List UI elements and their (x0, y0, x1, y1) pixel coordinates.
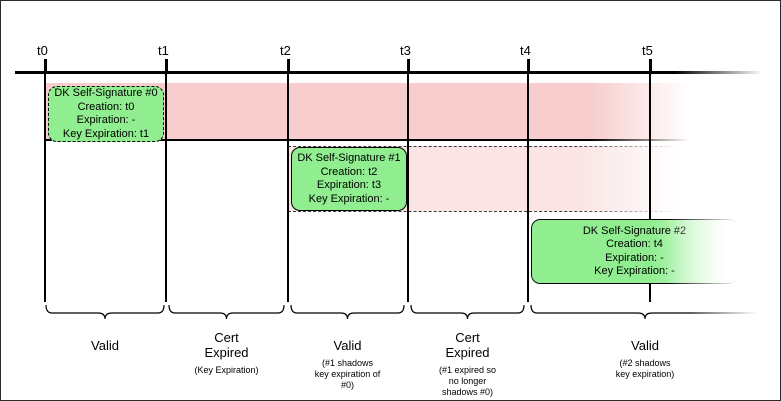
signature-2-expiration: Expiration: - (605, 251, 664, 264)
period-valid-2-note: (#1 shadows key expiration of #0) (314, 358, 381, 390)
signature-1-creation: Creation: t2 (320, 165, 378, 178)
signature-1-key-expiration: Key Expiration: - (308, 192, 390, 205)
era-separator-t1 (165, 71, 167, 302)
period-valid-1-status: Valid (91, 338, 119, 353)
tick-label-t5: t5 (642, 43, 653, 58)
signature-0-expiration: Expiration: - (76, 114, 136, 126)
tick-mark-t4 (527, 59, 530, 73)
period-expired-1-note: (Key Expiration) (194, 365, 259, 375)
period-valid-3-note: (#2 shadows key expiration) (615, 358, 675, 379)
era-separator-t5 (649, 71, 651, 302)
signature-2-key-expiration: Key Expiration: - (594, 265, 675, 277)
brace-period-expired-2 (410, 304, 525, 320)
signature-1-expiration: Expiration: t3 (316, 179, 382, 191)
period-expired-1-status-line2: Expired (204, 345, 249, 360)
period-expired-2-note: (#1 expired so no longer shadows #0) (438, 365, 497, 397)
signature-0-title: DK Self-Signature #0 (54, 87, 158, 99)
era-separator-t4 (527, 71, 529, 302)
period-caption-valid-2: Valid (#1 shadows key expiration of #0) (290, 338, 405, 391)
period-expired-1-status-line1: Cert (214, 330, 239, 345)
signature-box-2[interactable]: DK Self-Signature #2 Creation: t4 Expira… (531, 219, 738, 284)
period-valid-3-status: Valid (631, 338, 659, 353)
period-expired-2-status-line1: Cert (455, 330, 480, 345)
brace-period-expired-1 (168, 304, 285, 320)
timeline-axis (15, 71, 765, 74)
tick-mark-t0 (44, 59, 47, 73)
era-separator-t0 (44, 71, 46, 302)
signature-2-creation: Creation: t4 (606, 238, 663, 250)
period-caption-expired-2: Cert Expired (#1 expired so no longer sh… (410, 330, 525, 398)
period-valid-2-status: Valid (333, 338, 362, 353)
era-separator-t3 (407, 71, 409, 302)
signature-2-title: DK Self-Signature #2 (582, 224, 687, 237)
tick-label-t2: t2 (280, 43, 291, 58)
brace-period-valid-3 (530, 304, 760, 320)
tick-label-t4: t4 (520, 43, 531, 58)
tick-label-t0: t0 (37, 43, 48, 58)
tick-mark-t1 (165, 59, 168, 73)
tick-mark-t5 (649, 59, 652, 73)
signature-box-1[interactable]: DK Self-Signature #1 Creation: t2 Expira… (291, 147, 407, 211)
period-caption-valid-3: Valid (#2 shadows key expiration) (530, 338, 760, 380)
brace-period-valid-2 (290, 304, 405, 320)
signature-box-0[interactable]: DK Self-Signature #0 Creation: t0 Expira… (48, 86, 164, 142)
signature-1-title: DK Self-Signature #1 (297, 152, 401, 164)
band-top-dashline (288, 146, 738, 147)
band-bottom-dashline (288, 211, 738, 212)
period-expired-2-status-line2: Expired (445, 345, 490, 360)
brace-period-valid-1 (45, 304, 165, 320)
tick-label-t1: t1 (158, 43, 169, 58)
signature-0-key-expiration: Key Expiration: t1 (62, 127, 150, 140)
period-caption-valid-1: Valid (45, 338, 165, 353)
era-separator-t2 (287, 71, 289, 302)
tick-label-t3: t3 (400, 43, 411, 58)
period-caption-expired-1: Cert Expired (Key Expiration) (168, 330, 285, 376)
signature-0-creation: Creation: t0 (77, 100, 135, 113)
tick-mark-t3 (407, 59, 410, 73)
tick-mark-t2 (287, 59, 290, 73)
